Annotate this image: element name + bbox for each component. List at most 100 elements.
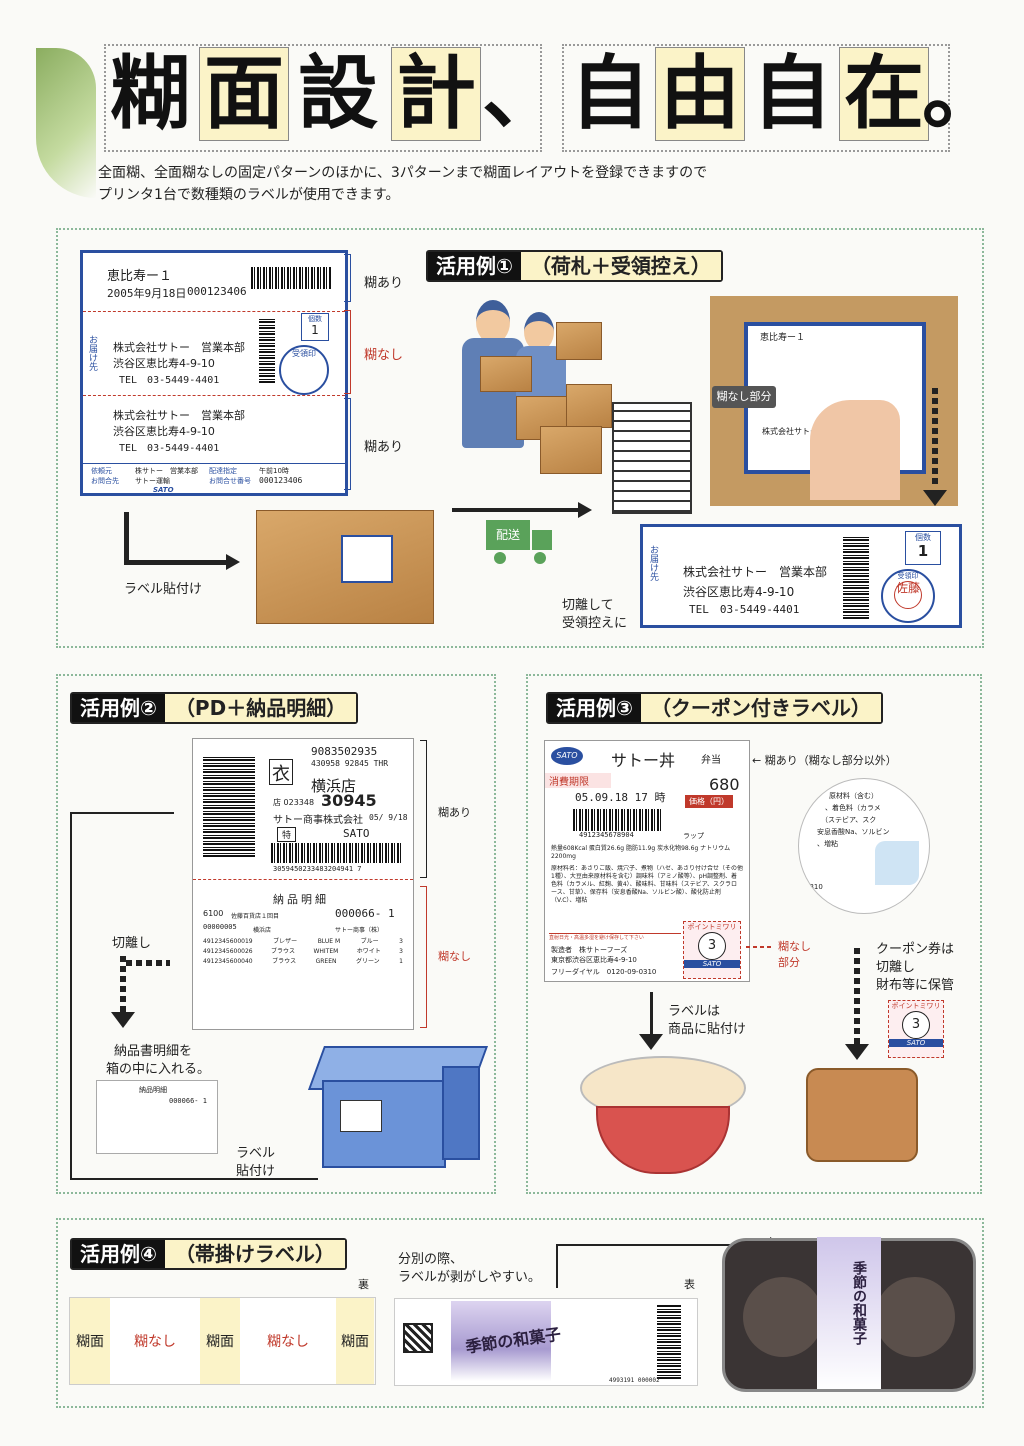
- receipt-address: 渋谷区恵比寿4-9-10: [683, 585, 795, 599]
- arrow-line: [556, 1244, 558, 1288]
- glue-bracket: [420, 740, 427, 878]
- zoom-circle: 原材料（含む） 、着色料（カラメ （ステビア、スク 安息香酸Na、ソルビン 、増…: [798, 778, 930, 914]
- receipt-company: 株式会社サトー 営業本部: [683, 565, 828, 579]
- heading-key: 活用例③: [548, 694, 641, 722]
- glue-label-2: 糊なし: [364, 348, 404, 363]
- label-address: 渋谷区恵比寿4-9-10: [113, 357, 215, 370]
- pd-barcode: [271, 843, 401, 863]
- detail-item-cell: 4912345600026: [203, 948, 253, 955]
- maker: 製造者 株サトーフーズ: [551, 946, 628, 954]
- arrow-line: [452, 508, 580, 512]
- dash-connector: [746, 946, 774, 948]
- band-note-1: 分別の際、: [398, 1252, 464, 1267]
- strip-glue: 糊面: [70, 1298, 110, 1384]
- label-side-text: お届け先: [87, 335, 97, 371]
- example3-heading: 活用例③ （クーポン付きラベル）: [546, 692, 883, 724]
- detail-row1b: 佐藤百貨店１回目: [231, 913, 280, 920]
- detail-item-cell: ブラウス: [272, 958, 297, 965]
- coupon-copy-title: ポイントミワリ: [891, 1002, 941, 1010]
- note-2: 箱の中に入れる。: [106, 1062, 211, 1077]
- carried-box: [480, 356, 532, 392]
- wagashi: [743, 1277, 823, 1357]
- pack-band: [817, 1237, 881, 1389]
- worker-head: [524, 312, 554, 351]
- label-barcode: [251, 267, 331, 289]
- footer-left: 依頼元: [91, 467, 112, 475]
- pd-special: 特: [277, 827, 297, 842]
- leaf-decoration: [36, 48, 96, 198]
- strip-nonglue: 糊なし: [110, 1298, 200, 1384]
- jan-barcode: [573, 809, 663, 831]
- heading-value: （帯掛けラベル）: [164, 1240, 345, 1268]
- band-jan: 4993191 000002: [609, 1377, 660, 1384]
- free-dial: フリーダイヤル 0120-09-0310: [551, 968, 657, 976]
- label-company: 株式会社サトー 営業本部: [113, 341, 245, 354]
- band-barcode: [657, 1305, 681, 1379]
- arrow-line: [70, 812, 72, 1178]
- nonglue-2: 部分: [778, 956, 800, 969]
- label-vbarcode: [259, 319, 275, 383]
- receipt-stamp-label: 受領印: [897, 572, 919, 580]
- cut-text-1: 切離して: [562, 598, 614, 613]
- detail-item-cell: BLUE M: [317, 938, 341, 945]
- paste-note-2: 商品に貼付け: [668, 1022, 747, 1037]
- mini-slip-no: 000066- 1: [169, 1097, 207, 1105]
- label-divider: [83, 311, 345, 312]
- zoom-text: 原材料（含む）: [829, 792, 878, 800]
- coupon: ポイントミワリ 3 SATO: [683, 921, 741, 979]
- worker-head: [476, 300, 510, 344]
- pd-company: サトー商事株式会社: [273, 815, 363, 826]
- product-name: サトー丼: [611, 751, 676, 770]
- footer-mid: 株サトー 営業本部: [135, 467, 198, 475]
- receipt-stamp: 受領印 佐藤: [881, 569, 935, 623]
- wrap-label: ラップ: [683, 832, 704, 840]
- note-1: 納品書明細を: [114, 1044, 193, 1059]
- blue-crate: [307, 1046, 489, 1168]
- label-company-2: 株式会社サトー 営業本部: [113, 409, 245, 422]
- crate-side: [442, 1066, 480, 1160]
- box-stack: [556, 322, 602, 360]
- detail-item-cell: WHITEM: [313, 948, 339, 955]
- truck-wheel: [494, 552, 506, 564]
- detail-item-cell: ブラウス: [271, 948, 296, 955]
- example1-panel: [56, 228, 984, 648]
- delivery-truck-icon: 配送: [486, 520, 556, 568]
- coupon-copy-no: 3: [902, 1011, 930, 1039]
- footer-mid2: サトー運輸: [135, 477, 170, 485]
- sato-brand: SATO: [551, 747, 583, 765]
- detail-row1a: 6100: [203, 909, 224, 918]
- heading-key: 活用例④: [72, 1240, 165, 1268]
- back-label: 裏: [358, 1278, 369, 1291]
- label-number: 000123406: [187, 285, 247, 298]
- receipt-count: 個数 1: [905, 531, 941, 565]
- page-title: 糊 面 設 計 、 自 由 自 在 。: [88, 47, 1002, 148]
- detail-item-cell: GREEN: [315, 958, 337, 965]
- pd-code1: 9083502935: [311, 745, 378, 758]
- building-illustration: [612, 402, 692, 514]
- detail-item-cell: 4912345600019: [203, 938, 253, 945]
- arrow-line: [124, 560, 228, 565]
- pd-code2: 430958 92845 THR: [311, 759, 389, 768]
- wagashi-pack-illustration: 季節の和菓子: [722, 1237, 976, 1392]
- detail-item-cell: ブルー: [360, 938, 379, 945]
- footer-right3: お問合せ番号: [209, 477, 251, 485]
- band-label: 季節の和菓子 4993191 000002: [394, 1298, 698, 1386]
- receipt-stamp-name: 佐藤: [894, 581, 922, 609]
- receipt-side: お届け先: [648, 545, 658, 581]
- pd-divider: [193, 879, 413, 880]
- band-art: [451, 1301, 551, 1381]
- truck-cab: [532, 530, 552, 550]
- example3-panel: [526, 674, 982, 1194]
- arrow-right-icon: [226, 554, 240, 570]
- detail-item-cell: 4912345600040: [203, 958, 253, 965]
- title-char: 。: [922, 47, 1002, 140]
- coupon-title: ポイントミワリ: [687, 923, 737, 931]
- arrow-line: [70, 1178, 318, 1180]
- pd-date: 05/ 9/18: [369, 813, 408, 822]
- hand-illustration: [810, 400, 900, 500]
- dashed-arrow: [120, 956, 126, 1012]
- pd-vbarcode: [203, 757, 255, 857]
- arrow-right-icon: [578, 502, 592, 518]
